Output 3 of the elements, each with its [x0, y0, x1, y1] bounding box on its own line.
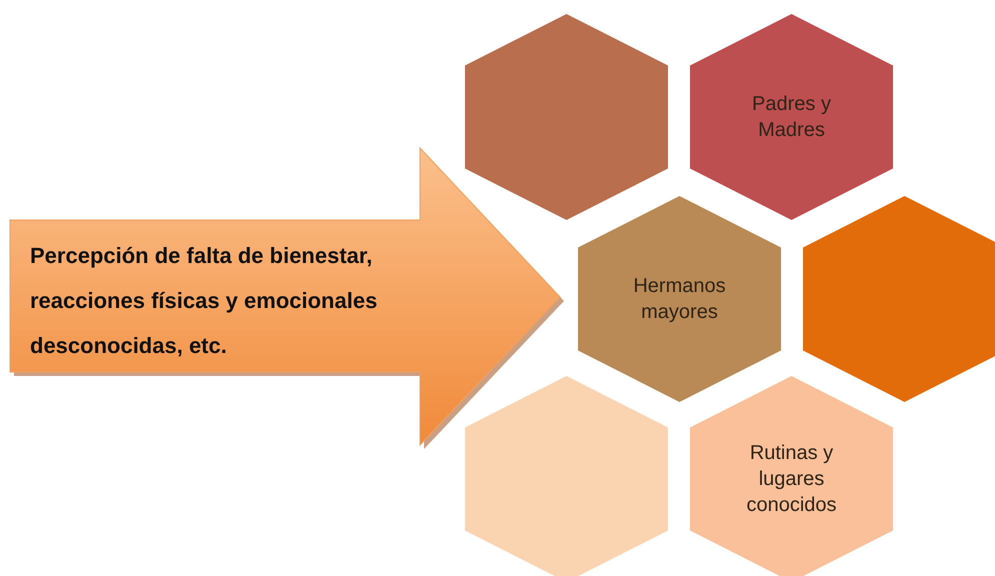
hexagon-label: Hermanos mayores: [632, 274, 727, 325]
hexagon-label: Rutinas y lugares conocidos: [745, 441, 838, 518]
hexagon-label: Padres y Madres: [751, 92, 832, 143]
